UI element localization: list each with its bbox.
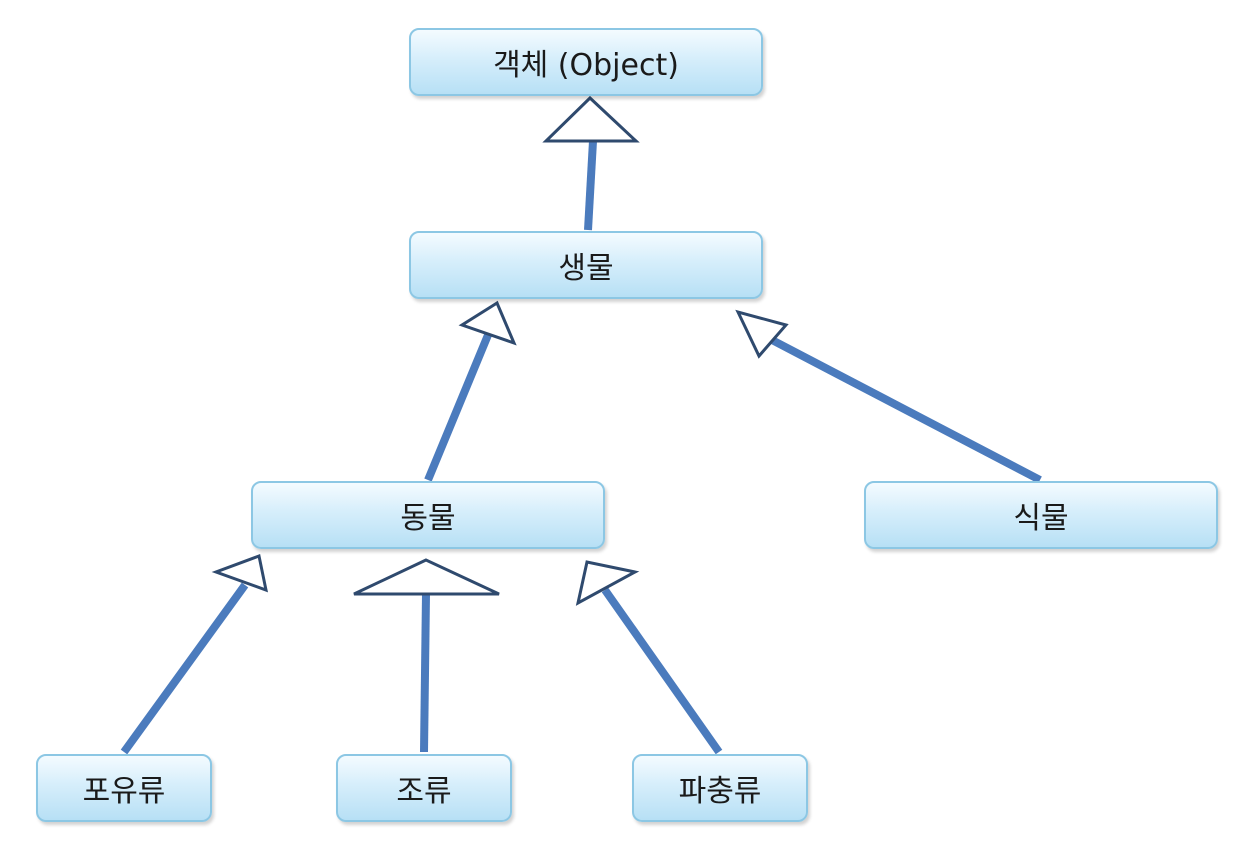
edge-mammal-to-animal bbox=[120, 553, 269, 755]
node-animal: 동물 bbox=[251, 481, 605, 549]
node-bird-label: 조류 bbox=[396, 774, 452, 809]
edge-plant-to-living bbox=[735, 309, 1042, 484]
edge-reptile-to-animal bbox=[575, 560, 723, 755]
edge-line bbox=[601, 587, 723, 755]
node-object-label: 객체 (Object) bbox=[493, 48, 679, 83]
edge-line bbox=[420, 593, 430, 753]
edge-animal-to-living bbox=[424, 300, 517, 482]
edge-line bbox=[424, 333, 492, 482]
node-object: 객체 (Object) bbox=[409, 28, 763, 96]
inheritance-arrowhead-icon bbox=[211, 553, 269, 593]
edge-line bbox=[584, 140, 597, 231]
node-living-thing-label: 생물 bbox=[558, 251, 614, 286]
node-bird: 조류 bbox=[336, 754, 512, 822]
edge-line bbox=[120, 582, 249, 755]
inheritance-arrowhead-icon bbox=[575, 560, 640, 606]
edge-bird-to-animal bbox=[353, 558, 500, 753]
edge-line bbox=[770, 336, 1042, 484]
inheritance-arrowhead-icon bbox=[542, 95, 640, 143]
node-mammal-label: 포유류 bbox=[82, 774, 166, 809]
inheritance-arrowhead-icon bbox=[735, 309, 789, 359]
node-living-thing: 생물 bbox=[409, 231, 763, 299]
node-reptile: 파충류 bbox=[632, 754, 808, 822]
node-reptile-label: 파충류 bbox=[678, 774, 762, 809]
node-animal-label: 동물 bbox=[400, 501, 456, 536]
inheritance-arrowhead-icon bbox=[353, 558, 500, 596]
edge-living-to-object bbox=[542, 95, 640, 231]
node-plant: 식물 bbox=[864, 481, 1218, 549]
inheritance-arrowhead-icon bbox=[458, 300, 517, 346]
node-plant-label: 식물 bbox=[1013, 501, 1069, 536]
node-mammal: 포유류 bbox=[36, 754, 212, 822]
